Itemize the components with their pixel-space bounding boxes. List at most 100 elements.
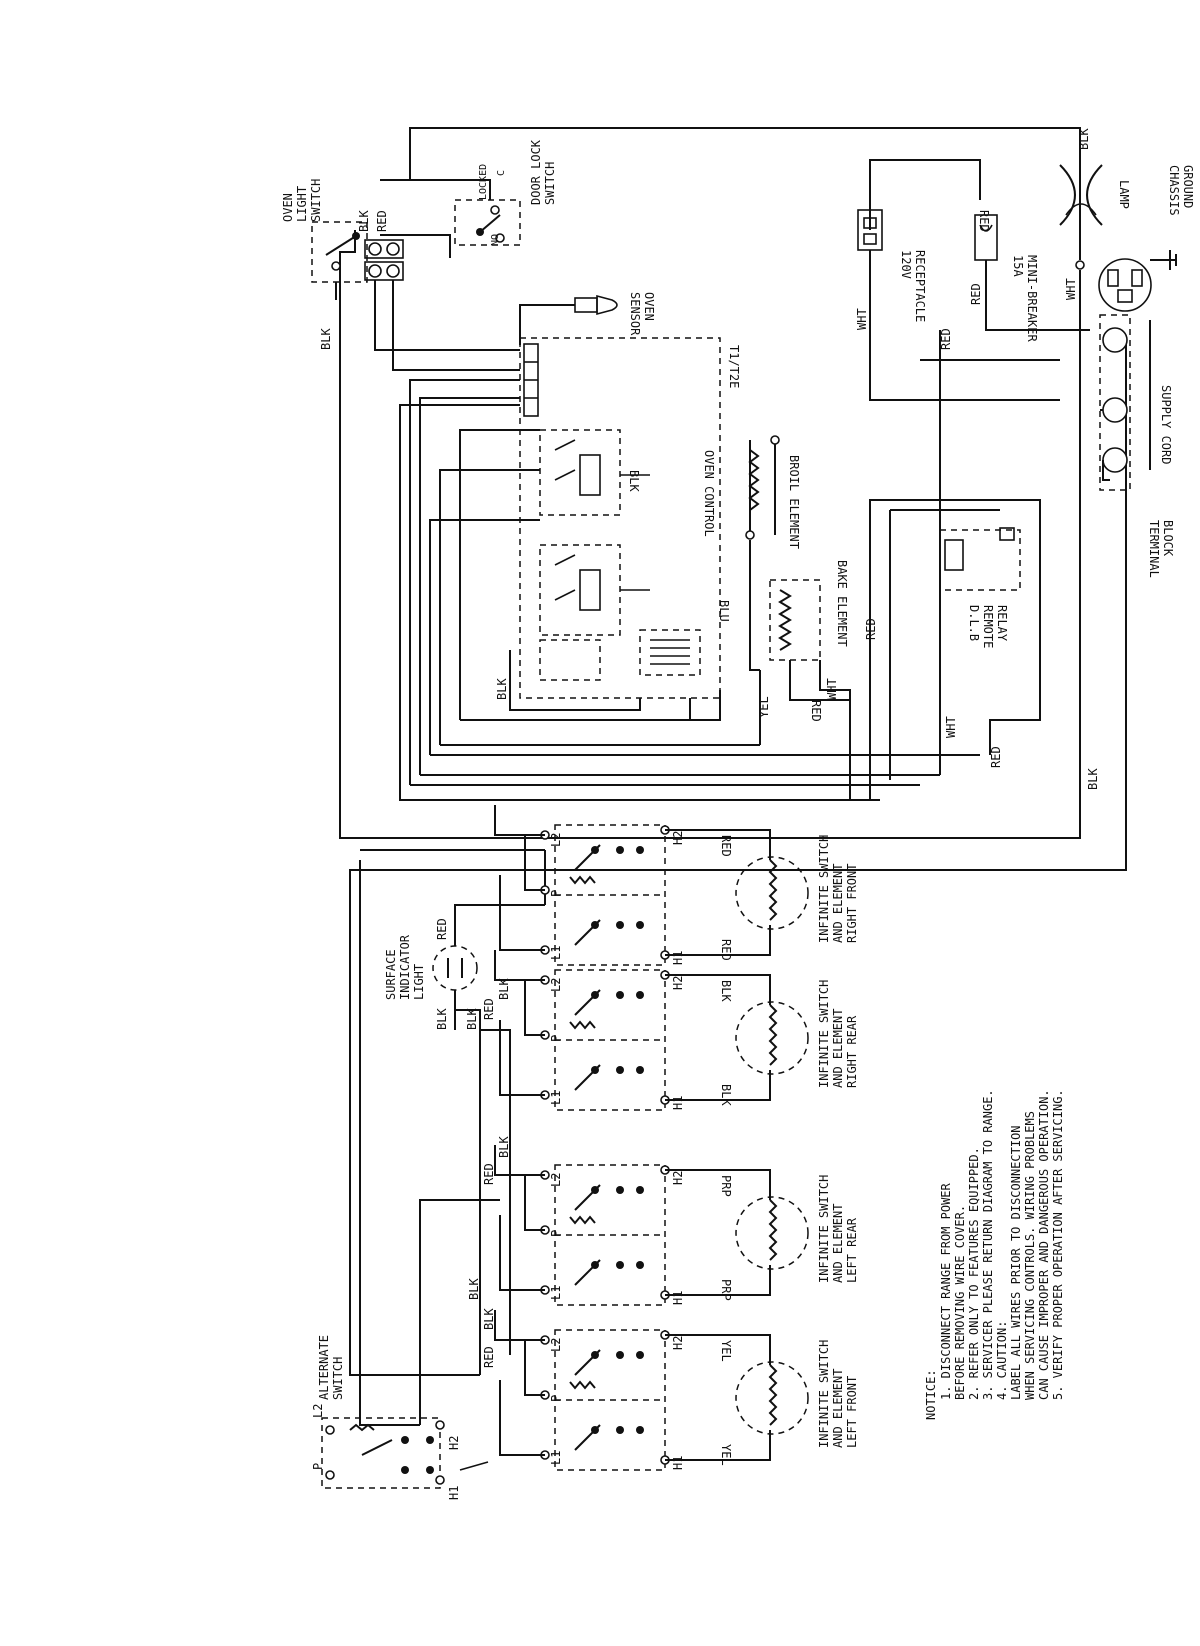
- surface-light-label-3: LIGHT: [412, 964, 426, 1000]
- terminal-l2: L2: [549, 1338, 563, 1352]
- terminal-l2: L2: [549, 1173, 563, 1187]
- bus-wire-label: RED: [482, 1163, 496, 1185]
- infinite-switch-name: AND ELEMENT: [831, 1369, 845, 1448]
- wire-label-red-relay: RED: [864, 618, 878, 640]
- element-wire-top: PRP: [719, 1175, 733, 1197]
- wire-label-blk-ctl: BLK: [627, 470, 641, 492]
- door-lock-no: NO: [490, 234, 501, 246]
- chassis-ground-label-1: CHASSIS: [1167, 165, 1181, 216]
- terminal-h2: H2: [671, 976, 685, 990]
- terminal-p: P: [549, 890, 563, 897]
- terminal-h1: H1: [671, 1456, 685, 1470]
- notice-line: 2. REFER ONLY TO FEATURES EQUIPPED.: [967, 1147, 981, 1400]
- terminal-h1: H1: [671, 1291, 685, 1305]
- infinite-switch-name: AND ELEMENT: [831, 864, 845, 943]
- infinite-switch-name: INFINITE SWITCH: [817, 1340, 831, 1448]
- terminal-p: P: [549, 1035, 563, 1042]
- connector-blocks: BLK RED: [357, 210, 520, 371]
- supply-cord: CHASSIS GROUND SUPPLY CORD: [1098, 165, 1195, 470]
- bus-wire-label: BLK: [497, 1136, 511, 1158]
- notice-line: 1. DISCONNECT RANGE FROM POWER: [939, 1182, 953, 1400]
- terminal-l1: L1: [549, 1286, 563, 1300]
- terminal-h1: H1: [671, 1096, 685, 1110]
- infinite-switch-name: INFINITE SWITCH: [817, 835, 831, 943]
- notice-line: WHEN SERVICING CONTROLS. WIRING PROBLEMS: [1023, 1111, 1037, 1400]
- terminal-block-label-2: BLOCK: [1161, 520, 1175, 557]
- notice-block: NOTICE: 1. DISCONNECT RANGE FROM POWER B…: [924, 1089, 1065, 1420]
- door-lock-locked: LOCKED: [478, 164, 489, 200]
- notice-heading: NOTICE:: [924, 1369, 938, 1420]
- notice-line: 5. VERIFY PROPER OPERATION AFTER SERVICI…: [1051, 1089, 1065, 1400]
- bus-wire-label: BLK: [467, 1278, 481, 1300]
- dlb-relay-label-1: D.L.B: [967, 605, 981, 641]
- element-wire-bottom: PRP: [719, 1279, 733, 1301]
- infinite-switch-name: LEFT FRONT: [845, 1376, 859, 1448]
- surface-indicator-light: SURFACE INDICATOR LIGHT RED BLK BLK: [384, 904, 545, 1030]
- oven-sensor-label-1: OVEN: [642, 292, 656, 321]
- infinite-switch-name: LEFT REAR: [845, 1217, 859, 1283]
- lamp-label: LAMP: [1117, 180, 1131, 209]
- element-wire-bottom: YEL: [719, 1444, 733, 1466]
- oven-control-model: T1/T2E: [727, 345, 741, 388]
- wire-label-red-relay2: RED: [989, 746, 1003, 768]
- broil-element-label: BROIL ELEMENT: [787, 455, 801, 549]
- terminal-p: P: [549, 1230, 563, 1237]
- door-lock-switch: LOCKED NO C DOOR LOCK SWITCH: [380, 139, 557, 258]
- dlb-relay-label-3: RELAY: [995, 605, 1009, 642]
- dlb-remote-relay: D.L.B REMOTE RELAY RED WHT RED BLK: [864, 499, 1100, 800]
- chassis-ground-label-2: GROUND: [1181, 165, 1195, 208]
- wire-label-red-brk2: RED: [969, 283, 983, 305]
- terminal-h2: H2: [671, 1336, 685, 1350]
- receptacle-label-2: RECEPTACLE: [913, 250, 927, 322]
- terminal-h2: H2: [671, 831, 685, 845]
- control-harness: [399, 379, 980, 801]
- alt-p: P: [311, 1463, 325, 1470]
- oven-light-switch-label-2: LIGHT: [295, 186, 309, 222]
- wire-label-wht-rec: WHT: [855, 308, 869, 330]
- terminal-l1: L1: [549, 1091, 563, 1105]
- oven-control-label: OVEN CONTROL: [702, 450, 716, 537]
- wire-label-wht-lamp: WHT: [1064, 278, 1078, 300]
- wire-label-blk-sil: BLK: [435, 1008, 449, 1030]
- alternate-switch-label-1: ALTERNATE: [317, 1335, 331, 1400]
- wire-label-blk-ctl-left: BLK: [495, 678, 509, 700]
- bus-wire-label: RED: [482, 1346, 496, 1368]
- bake-element-label: BAKE ELEMENT: [835, 560, 849, 647]
- infinite-switch-name: INFINITE SWITCH: [817, 1175, 831, 1283]
- surface-light-label-1: SURFACE: [384, 949, 398, 1000]
- wire-label-red-brk: RED: [977, 210, 991, 232]
- bus-wire-label: RED: [482, 998, 496, 1020]
- breaker-label-2: MINI-BREAKER: [1025, 255, 1039, 342]
- bus-wire-label: BLK: [497, 978, 511, 1000]
- alt-l2: L2: [311, 1404, 325, 1418]
- element-wire-top: BLK: [719, 980, 733, 1002]
- infinite-switch-name: AND ELEMENT: [831, 1204, 845, 1283]
- breaker-label-1: 15A: [1011, 255, 1025, 277]
- notice-line: 3. SERVICER PLEASE RETURN DIAGRAM TO RAN…: [981, 1089, 995, 1400]
- bus-wire-label: BLK: [482, 1308, 496, 1330]
- notice-line: BEFORE REMOVING WIRE COVER.: [953, 1205, 967, 1400]
- alt-h2: H2: [447, 1436, 461, 1450]
- wire-label-red-right: RED: [939, 328, 953, 350]
- receptacle-label-1: 120V: [899, 250, 913, 279]
- alternate-switch: ALTERNATE SWITCH L2 P H2 H1: [311, 1335, 489, 1500]
- infinite-switch-name: AND ELEMENT: [831, 1009, 845, 1088]
- alt-h1: H1: [447, 1486, 461, 1500]
- terminal-l1: L1: [549, 1451, 563, 1465]
- broil-element: BROIL ELEMENT: [745, 435, 801, 671]
- wire-label-blu: BLU: [717, 600, 731, 622]
- supply-cord-label: SUPPLY CORD: [1159, 385, 1173, 464]
- infinite-switch-name: RIGHT REAR: [845, 1015, 859, 1088]
- door-lock-label-2: SWITCH: [543, 162, 557, 205]
- surface-light-label-2: INDICATOR: [398, 934, 412, 1000]
- notice-line: CAN CAUSE IMPROPER AND DANGEROUS OPERATI…: [1037, 1089, 1051, 1400]
- terminal-l2: L2: [549, 978, 563, 992]
- bake-element: BAKE ELEMENT YEL RED WHT: [757, 560, 851, 800]
- terminal-l1: L1: [549, 946, 563, 960]
- infinite-switch-name: INFINITE SWITCH: [817, 980, 831, 1088]
